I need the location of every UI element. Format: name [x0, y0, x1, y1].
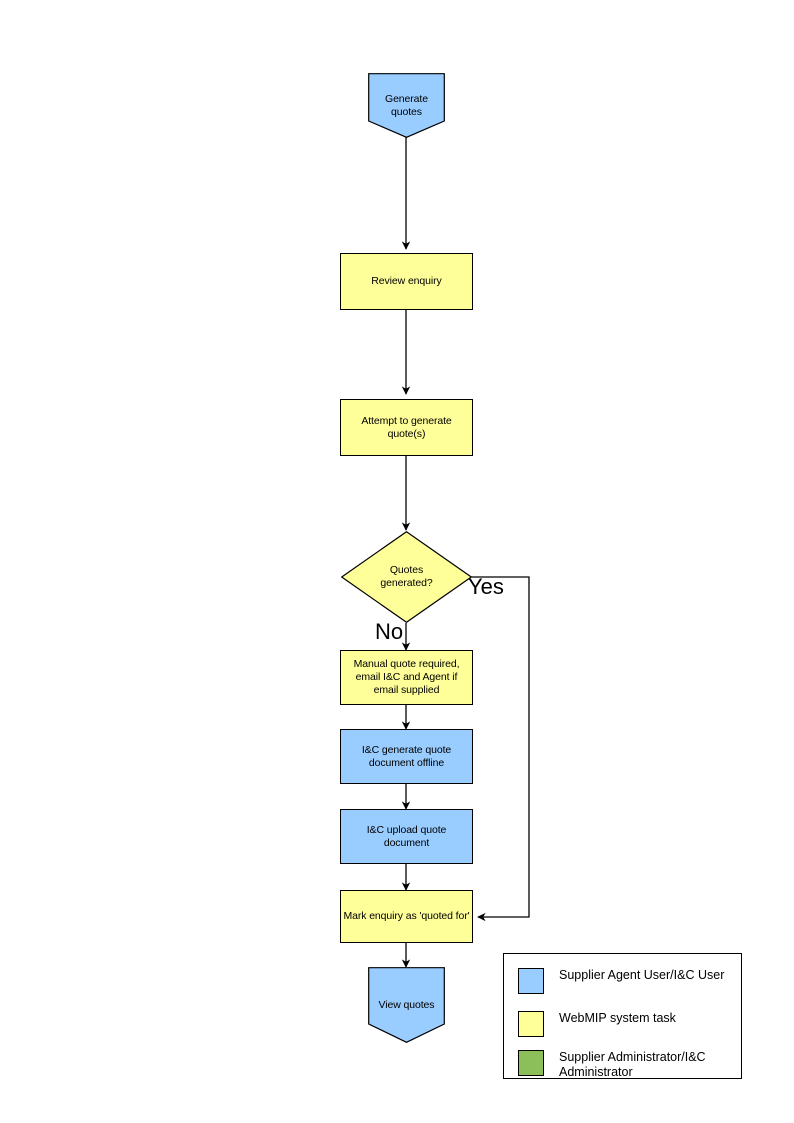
edge-label-yes: Yes	[468, 574, 504, 599]
node-quotes-generated[interactable]: Quotes generated?	[341, 531, 472, 623]
node-label: I&C upload quote document	[366, 823, 447, 849]
legend-label: Supplier Administrator/I&C Administrator	[559, 1050, 706, 1079]
legend-item-admin-task: Supplier Administrator/I&C Administrator	[518, 1050, 706, 1080]
node-label: View quotes	[378, 998, 435, 1011]
node-review-enquiry[interactable]: Review enquiry	[340, 253, 473, 310]
legend-label: Supplier Agent User/I&C User	[559, 968, 725, 982]
node-view-quotes[interactable]: View quotes	[368, 967, 445, 1043]
node-label: Attempt to generate quote(s)	[361, 414, 452, 440]
pentagon-shape	[368, 73, 445, 138]
node-attempt-generate-quotes[interactable]: Attempt to generate quote(s)	[340, 399, 473, 456]
legend-label: WebMIP system task	[559, 1011, 676, 1025]
node-label: Review enquiry	[371, 275, 442, 287]
node-label: Quotes generated?	[380, 564, 433, 589]
edge-label-no: No	[375, 619, 404, 644]
diamond-shape	[341, 531, 472, 623]
node-label: Manual quote required, email I&C and Age…	[353, 658, 460, 696]
legend-swatch-yellow	[518, 1011, 544, 1037]
legend-swatch-blue	[518, 968, 544, 994]
node-label: Mark enquiry as 'quoted for'	[343, 910, 470, 922]
legend-panel: Supplier Agent User/I&C User WebMIP syst…	[503, 953, 742, 1079]
node-ic-generate-quote-offline[interactable]: I&C generate quote document offline	[340, 729, 473, 784]
node-mark-enquiry-quoted-for[interactable]: Mark enquiry as 'quoted for'	[340, 890, 473, 943]
node-ic-upload-quote-document[interactable]: I&C upload quote document	[340, 809, 473, 864]
node-generate-quotes[interactable]: Generate quotes	[368, 73, 445, 138]
legend-item-user-task: Supplier Agent User/I&C User	[518, 968, 724, 994]
node-label: I&C generate quote document offline	[361, 743, 452, 769]
edge-decision-yes-to-mark	[463, 576, 530, 922]
node-label: Generate quotes	[385, 92, 428, 118]
pentagon-shape	[368, 967, 445, 1043]
node-manual-quote-required[interactable]: Manual quote required, email I&C and Age…	[340, 650, 473, 705]
legend-item-system-task: WebMIP system task	[518, 1011, 676, 1037]
legend-swatch-green	[518, 1050, 544, 1076]
